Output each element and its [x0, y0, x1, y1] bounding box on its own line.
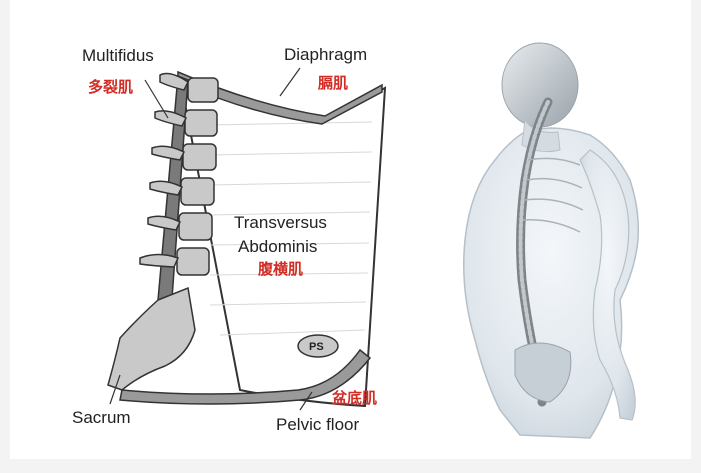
vertebra — [187, 77, 219, 103]
multifidus-label: Multifidus — [82, 46, 154, 65]
core-muscles-diagram — [107, 70, 387, 408]
arm — [579, 149, 636, 421]
muscle-fiber-lines — [209, 121, 373, 336]
vertebra — [178, 212, 213, 241]
vertebra — [180, 177, 215, 206]
spinous-processes — [139, 72, 189, 268]
left-margin — [0, 0, 10, 473]
vertebra — [184, 109, 218, 137]
pelvis — [514, 342, 572, 403]
body-silhouette — [463, 127, 640, 439]
vertebra — [182, 143, 217, 171]
rib-cage — [522, 157, 584, 233]
pelvic-floor-label-cn: 盆底肌 — [332, 389, 378, 407]
transversus-label-line1: Transversus — [234, 213, 327, 232]
transversus-label-line2: Abdominis — [238, 237, 318, 256]
pelvic-floor-band — [119, 348, 372, 405]
sacrum-label: Sacrum — [72, 408, 131, 427]
pubic-symphysis — [297, 334, 339, 358]
transversus-label-cn: 腹横肌 — [258, 260, 304, 278]
diaphragm-label: Diaphragm — [284, 45, 368, 64]
pelvic-floor-label: Pelvic floor — [276, 415, 360, 434]
human-body-spine-illustration — [463, 42, 640, 439]
ps-label: PS — [309, 341, 324, 353]
vertebrae — [176, 77, 219, 276]
bottom-margin — [0, 459, 701, 473]
multifidus-label-cn: 多裂肌 — [88, 78, 134, 96]
right-margin — [691, 0, 701, 473]
diaphragm-label-cn: 膈肌 — [318, 74, 349, 92]
